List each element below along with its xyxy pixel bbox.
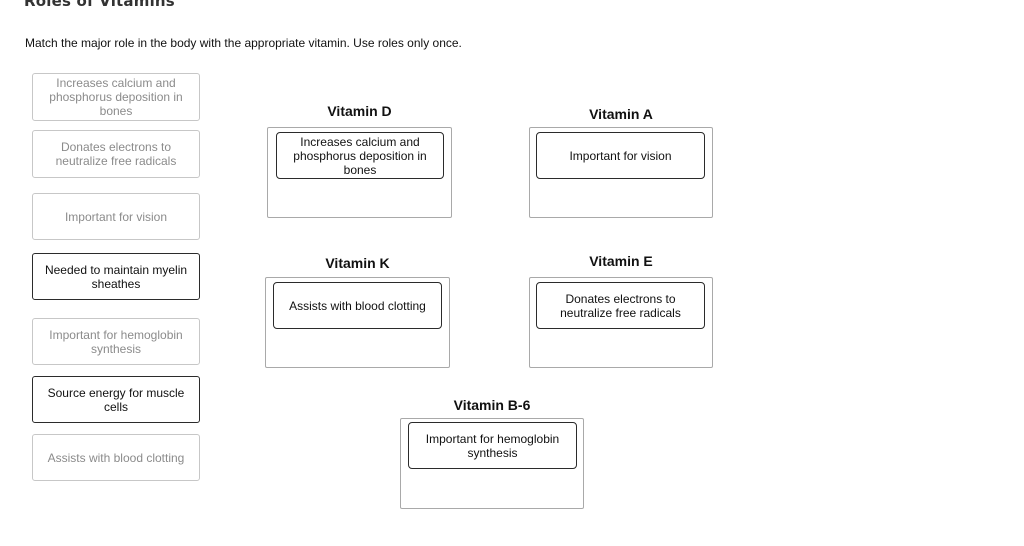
vitamin-e-title: Vitamin E <box>589 253 653 269</box>
instructions-text: Match the major role in the body with th… <box>25 36 462 50</box>
vitamin-d-title: Vitamin D <box>327 103 392 119</box>
vitamin-k-title: Vitamin K <box>325 255 390 271</box>
role-card-myelin-sheathes[interactable]: Needed to maintain myelin sheathes <box>32 253 200 300</box>
role-card-calcium-phosphorus[interactable]: Increases calcium and phosphorus deposit… <box>32 73 200 121</box>
page-title: Roles of Vitamins <box>24 0 175 10</box>
vitamin-a-placed-card[interactable]: Important for vision <box>536 132 705 179</box>
role-card-important-vision[interactable]: Important for vision <box>32 193 200 240</box>
vitamin-b6-placed-card[interactable]: Important for hemoglobin synthesis <box>408 422 577 469</box>
role-card-hemoglobin-synthesis[interactable]: Important for hemoglobin synthesis <box>32 318 200 365</box>
vitamin-d-placed-card[interactable]: Increases calcium and phosphorus deposit… <box>276 132 444 179</box>
vitamin-k-placed-card[interactable]: Assists with blood clotting <box>273 282 442 329</box>
role-card-blood-clotting[interactable]: Assists with blood clotting <box>32 434 200 481</box>
vitamin-a-title: Vitamin A <box>589 106 653 122</box>
vitamin-b6-title: Vitamin B-6 <box>453 397 531 413</box>
role-card-muscle-energy[interactable]: Source energy for muscle cells <box>32 376 200 423</box>
vitamin-e-placed-card[interactable]: Donates electrons to neutralize free rad… <box>536 282 705 329</box>
role-card-donates-electrons[interactable]: Donates electrons to neutralize free rad… <box>32 130 200 178</box>
